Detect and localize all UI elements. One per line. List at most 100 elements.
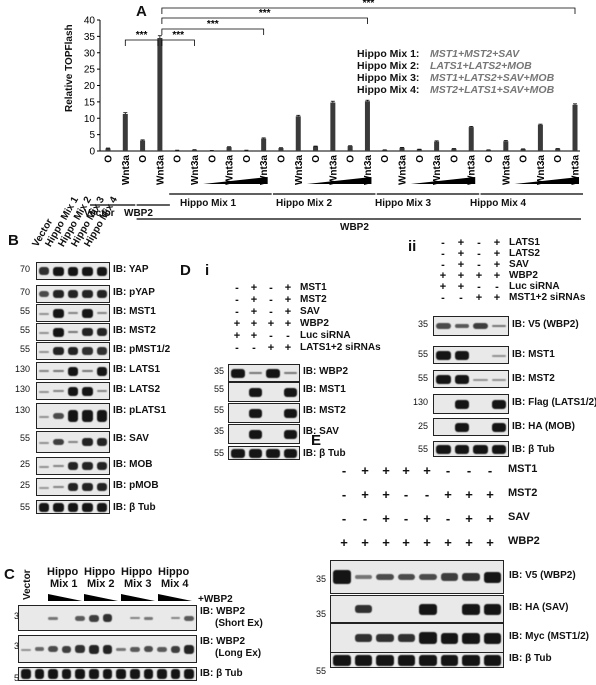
- blot-band: [473, 322, 488, 330]
- x-tick-label: O: [207, 155, 218, 163]
- blot-band: [96, 289, 107, 299]
- blot-band: [82, 308, 93, 318]
- blot-band: [53, 390, 64, 393]
- blot-band: [248, 429, 262, 439]
- bar: [364, 101, 370, 151]
- x-tick-label: Wnt3a: [259, 155, 270, 185]
- c-dose-wedge: [84, 594, 118, 601]
- ib-label: IB: pMOB: [113, 480, 159, 491]
- cond-symbol: -: [477, 248, 481, 260]
- group-mix3: Hippo Mix 3: [375, 198, 432, 209]
- blot-band: [436, 323, 451, 329]
- blot-band: [462, 654, 480, 666]
- blot-band: [491, 354, 506, 357]
- cond-symbol: +: [475, 270, 483, 282]
- mw-marker: 55: [213, 405, 224, 415]
- mw-marker: 35: [315, 574, 326, 584]
- group-wbp2-bottom: WBP2: [340, 222, 369, 233]
- blot-band: [454, 399, 469, 409]
- bar: [555, 148, 561, 151]
- blot-band: [184, 644, 194, 654]
- blot-band: [67, 312, 79, 315]
- blot-band: [75, 615, 86, 621]
- x-tick-label: Wnt3a: [398, 155, 409, 185]
- c-mix3-a: Hippo: [121, 566, 153, 578]
- b-blot-row: [36, 285, 110, 303]
- blot-band: [354, 604, 372, 614]
- blot-band: [67, 266, 79, 276]
- c-mix1-a: Hippo: [47, 566, 79, 578]
- b-blot-row: [36, 342, 110, 360]
- e-blot-row: [330, 560, 504, 594]
- x-tick-label: O: [311, 155, 322, 163]
- ib-label: IB: β Tub: [509, 653, 552, 664]
- mw-marker: 55: [213, 448, 224, 458]
- blot-band: [170, 645, 181, 653]
- blot-band: [67, 441, 79, 444]
- x-tick-label: O: [138, 155, 149, 163]
- c-mix3-b: Mix 3: [124, 578, 152, 590]
- cond-symbol: +: [340, 535, 348, 550]
- ib-label: IB: MST1: [512, 349, 555, 360]
- cond-symbol: +: [465, 487, 473, 502]
- cond-symbol: +: [493, 259, 501, 271]
- y-tick-label: 40: [84, 16, 96, 27]
- panel-label-d-i: i: [205, 262, 210, 279]
- legend-label: Hippo Mix 1:: [357, 48, 420, 60]
- ib-label: IB: HA (SAV): [509, 602, 569, 613]
- blot-band: [376, 654, 394, 666]
- blot-band: [248, 448, 262, 458]
- blot-band: [491, 378, 506, 381]
- legend-label: Hippo Mix 2:: [357, 60, 420, 72]
- blot-band: [48, 646, 58, 652]
- legend-value: MST1+LATS2+SAV+MOB: [430, 72, 555, 84]
- group-wbp2: WBP2: [124, 208, 153, 219]
- mw-marker: 55: [417, 349, 428, 359]
- blot-band: [462, 632, 480, 644]
- blot-band: [39, 370, 50, 373]
- b-blot-row: [36, 478, 110, 496]
- blot-band: [436, 444, 451, 454]
- cond-symbol: +: [423, 463, 431, 478]
- b-blot-row: [36, 304, 110, 322]
- x-tick-label: O: [449, 155, 460, 163]
- blot-band: [157, 669, 167, 679]
- bar: [468, 127, 474, 151]
- blot-band: [491, 399, 506, 409]
- blot-band: [67, 461, 79, 471]
- blot-band: [53, 502, 64, 512]
- blot-band: [419, 654, 437, 666]
- mw-marker: 55: [19, 306, 30, 316]
- panel-label-a: A: [136, 3, 147, 20]
- cond-label: LATS1: [509, 237, 540, 248]
- d-i-blot-row: [228, 364, 300, 382]
- blot-band: [248, 387, 262, 397]
- cond-symbol: +: [284, 306, 292, 318]
- mw-marker: 55: [19, 433, 30, 443]
- blot-band: [82, 409, 93, 423]
- mw-marker: 55: [19, 502, 30, 512]
- d-i-blot-row: [228, 424, 300, 444]
- significance-bracket: [161, 39, 195, 46]
- cond-symbol: -: [362, 511, 368, 526]
- x-tick-label: Wnt3a: [467, 155, 478, 185]
- ib-label: IB: WBP2: [303, 366, 348, 377]
- x-tick-label: O: [519, 155, 530, 163]
- cond-symbol: -: [466, 463, 472, 478]
- mw-marker: 25: [19, 480, 30, 490]
- bar: [157, 38, 163, 152]
- b-blot-row: [36, 362, 110, 380]
- blot-band: [102, 644, 113, 654]
- c-blot-row: [18, 667, 197, 681]
- cond-label: Luc siRNA: [300, 330, 351, 341]
- c-mix2-a: Hippo: [84, 566, 116, 578]
- d-i-blot-row: [228, 446, 300, 460]
- blot-band: [96, 502, 107, 512]
- cond-symbol: -: [477, 281, 481, 293]
- x-tick-label: Wnt3a: [363, 155, 374, 185]
- cond-symbol: +: [439, 270, 447, 282]
- blot-band: [53, 289, 64, 299]
- cond-symbol: -: [487, 463, 493, 478]
- cond-symbol: +: [493, 248, 501, 260]
- blot-band: [419, 631, 437, 645]
